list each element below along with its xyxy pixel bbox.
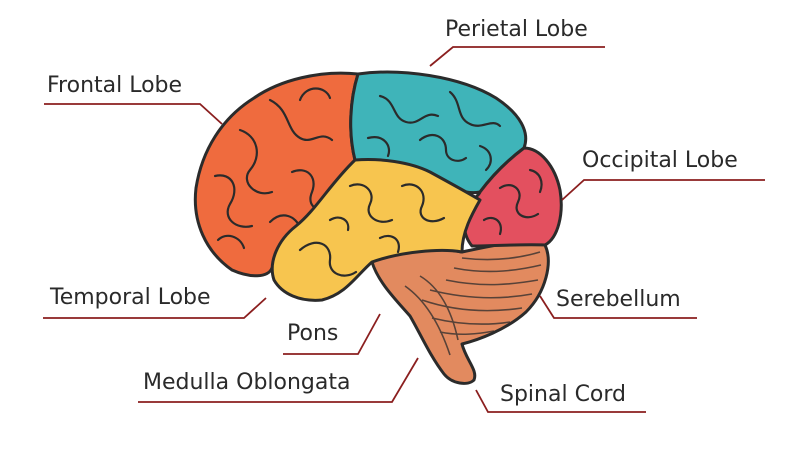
medulla-label: Medulla Oblongata [143,370,351,395]
frontal-lobe-label: Frontal Lobe [47,73,183,98]
cerebellum-region [370,239,550,385]
temporal-lobe-shape [270,158,482,302]
leader-cerebellum [539,295,697,319]
leader-pons [283,313,381,355]
leader-frontal [44,103,223,125]
cerebellum-shape [370,239,550,385]
spinal-cord-label: Spinal Cord [500,382,627,407]
occipital-lobe-label: Occipital Lobe [582,148,738,173]
pons-label: Pons [287,321,339,346]
leader-spinal [475,389,646,413]
temporal-lobe-label: Temporal Lobe [50,285,211,310]
parietal-lobe-label: Perietal Lobe [445,17,588,42]
leader-medulla [138,357,419,403]
leader-temporal [43,297,267,319]
leader-occipital [561,179,765,201]
cerebellum-label: Serebellum [556,287,681,312]
leader-lines [43,46,765,413]
leader-parietal [429,46,605,67]
